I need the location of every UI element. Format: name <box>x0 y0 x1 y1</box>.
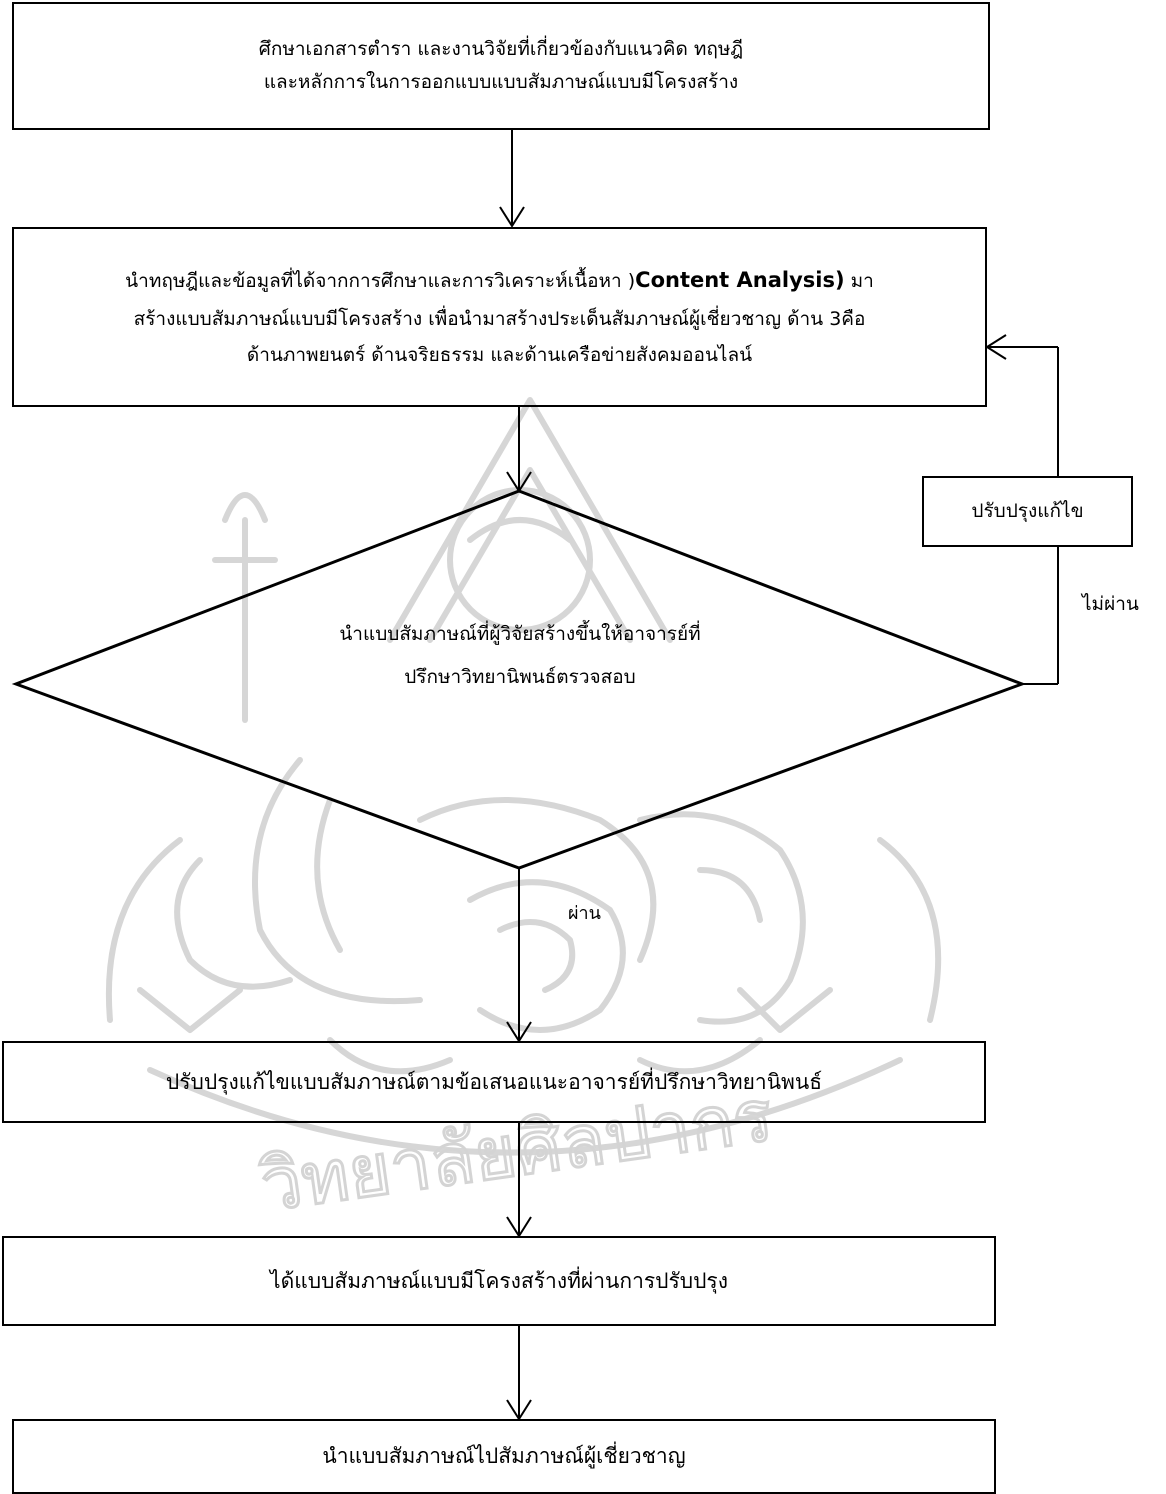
revise-box: ปรับปรุงแก้ไข <box>922 476 1133 547</box>
step5-text: นำแบบสัมภาษณ์ไปสัมภาษณ์ผู้เชี่ยวชาญ <box>322 1444 686 1469</box>
step-box-interview-experts: นำแบบสัมภาษณ์ไปสัมภาษณ์ผู้เชี่ยวชาญ <box>12 1419 996 1494</box>
step2-line2: สร้างแบบสัมภาษณ์แบบมีโครงสร้าง เพื่อนำมา… <box>133 307 866 330</box>
step2-line1-bold: Content Analysis) <box>635 267 845 292</box>
step4-text: ได้แบบสัมภาษณ์แบบมีโครงสร้างที่ผ่านการปร… <box>270 1268 728 1293</box>
revise-label: ปรับปรุงแก้ไข <box>971 499 1084 522</box>
step3-text: ปรับปรุงแก้ไขแบบสัมภาษณ์ตามข้อเสนอแนะอาจ… <box>165 1069 823 1094</box>
step1-line2: และหลักการในการออกแบบแบบสัมภาษณ์แบบมีโคร… <box>263 71 739 93</box>
step2-line1: นำทฤษฎีและข้อมูลที่ได้จากการศึกษาและการว… <box>125 261 874 301</box>
step-box-revise-per-advisor: ปรับปรุงแก้ไขแบบสัมภาษณ์ตามข้อเสนอแนะอาจ… <box>2 1041 986 1123</box>
decision-line1: นำแบบสัมภาษณ์ที่ผู้วิจัยสร้างขึ้นให้อาจา… <box>339 623 701 645</box>
decision-line2: ปรึกษาวิทยานิพนธ์ตรวจสอบ <box>404 665 636 688</box>
fail-label: ไม่ผ่าน <box>1082 593 1139 615</box>
step2-line1-post: มา <box>844 269 874 292</box>
step-box-revised-interview: ได้แบบสัมภาษณ์แบบมีโครงสร้างที่ผ่านการปร… <box>2 1236 996 1326</box>
step-box-literature-review: ศึกษาเอกสารตำรา และงานวิจัยที่เกี่ยวข้อง… <box>12 2 990 130</box>
arrowhead-step2 <box>499 206 525 228</box>
step-box-build-interview: นำทฤษฎีและข้อมูลที่ได้จากการศึกษาและการว… <box>12 227 987 407</box>
step1-line1: ศึกษาเอกสารตำรา และงานวิจัยที่เกี่ยวข้อง… <box>258 37 744 60</box>
pass-label: ผ่าน <box>568 903 601 924</box>
step2-line1-pre: นำทฤษฎีและข้อมูลที่ได้จากการศึกษาและการว… <box>125 269 636 292</box>
step2-line3: ด้านภาพยนตร์ ด้านจริยธรรม และด้านเครือข่… <box>246 343 753 366</box>
decision-text: นำแบบสัมภาษณ์ที่ผู้วิจัยสร้างขึ้นให้อาจา… <box>200 613 840 699</box>
arrowhead-step2-loop <box>985 334 1007 360</box>
